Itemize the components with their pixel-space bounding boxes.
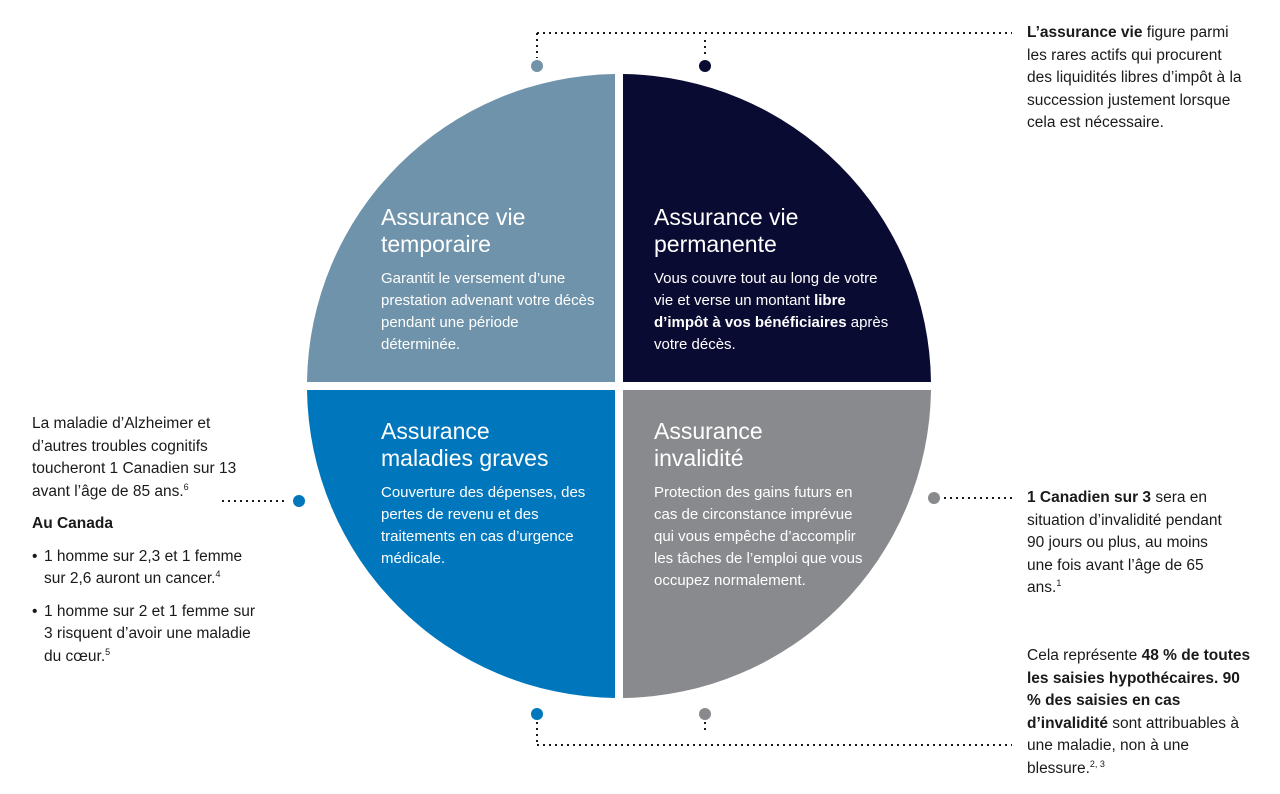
bullet-icon: • [32, 547, 38, 565]
title-line-1: Assurance [381, 418, 490, 444]
title-line-2: maladies graves [381, 445, 549, 471]
body-text: Vous couvre tout au long de votre vie et… [654, 270, 878, 309]
callout-bottom-right: Cela représente 48 % de toutes les saisi… [1027, 645, 1257, 780]
quadrant-invalidite-body: Protection des gains futurs en cas de ci… [654, 484, 863, 589]
bullet-icon: • [32, 602, 38, 620]
quadrant-permanente-text: Assurance vie permanente Vous couvre tou… [654, 204, 894, 356]
bullet-text: 1 homme sur 2,3 et 1 femme sur 2,6 auron… [44, 546, 267, 591]
quadrant-maladies-text: Assurance maladies graves Couverture des… [381, 418, 596, 570]
quadrant-permanente [623, 74, 931, 382]
callout-text: figure parmi les rares actifs qui procur… [1027, 24, 1242, 131]
alzheimer-stat: La maladie d’Alzheimer et d’autres troub… [32, 413, 267, 503]
body-text-end: après votre décès. [654, 314, 889, 353]
quadrant-temporaire [307, 74, 615, 382]
footnote-ref: 1 [1056, 577, 1062, 588]
footnote-ref: 4 [215, 568, 221, 579]
title-line-2: permanente [654, 231, 777, 257]
callout-top-right: L’assurance vie figure parmi les rares a… [1027, 22, 1242, 135]
bullet-item: • 1 homme sur 2,3 et 1 femme sur 2,6 aur… [32, 546, 267, 591]
connector-dot-invalidite-bottom [699, 708, 711, 720]
quadrant-temporaire-body: Garantit le versement d’une prestation a… [381, 270, 595, 353]
bullet-1-text: 1 homme sur 2,3 et 1 femme sur 2,6 auron… [44, 547, 243, 588]
stat-text: La maladie d’Alzheimer et d’autres troub… [32, 415, 237, 500]
bullet-item: • 1 homme sur 2 et 1 femme sur 3 risquen… [32, 601, 267, 669]
title-line-2: invalidité [654, 445, 744, 471]
footnote-ref: 6 [183, 481, 189, 492]
callout-text-end: sont attribuables à une maladie, non à u… [1027, 714, 1239, 777]
quadrant-permanente-title: Assurance vie permanente [654, 204, 894, 258]
quadrant-maladies-graves [307, 390, 615, 698]
connector-dot-invalidite-right [928, 492, 940, 504]
body-emphasis: libre d’impôt à vos bénéficiaires [654, 292, 847, 331]
bottom-connector [536, 722, 1012, 746]
quadrant-invalidite [623, 390, 931, 698]
bullet-text: 1 homme sur 2 et 1 femme sur 3 risquent … [44, 601, 267, 669]
quadrant-temporaire-text: Assurance vie temporaire Garantit le ver… [381, 204, 596, 356]
quadrant-invalidite-title: Assurance invalidité [654, 418, 864, 472]
title-line-1: Assurance vie [654, 204, 799, 230]
callout-right-mid: 1 Canadien sur 3 sera en situation d’inv… [1027, 487, 1227, 600]
callout-emphasis: 48 % de toutes les saisies hypothécaires… [1027, 647, 1251, 732]
connector-dot-permanente [699, 60, 711, 72]
connector-dot-maladies-graves-left [293, 495, 305, 507]
footnote-ref: 5 [105, 646, 111, 657]
quadrant-maladies-body: Couverture des dépenses, des pertes de r… [381, 484, 586, 567]
callout-emphasis: 1 Canadien sur 3 [1027, 489, 1152, 506]
callout-emphasis: L’assurance vie [1027, 24, 1143, 41]
quadrant-invalidite-text: Assurance invalidité Protection des gain… [654, 418, 864, 592]
callout-text: Cela représente [1027, 647, 1142, 664]
quadrant-temporaire-title: Assurance vie temporaire [381, 204, 596, 258]
quadrant-permanente-body: Vous couvre tout au long de votre vie et… [654, 268, 894, 356]
connector-dot-temporaire [531, 60, 543, 72]
top-connector [536, 32, 1012, 58]
bullet-2-text: 1 homme sur 2 et 1 femme sur 3 risquent … [44, 602, 256, 665]
footnote-ref: 2, 3 [1089, 758, 1105, 769]
callout-text: sera en situation d’invalidité pendant 9… [1027, 489, 1222, 596]
au-canada-heading: Au Canada [32, 515, 113, 532]
title-line-2: temporaire [381, 231, 491, 257]
callout-left: La maladie d’Alzheimer et d’autres troub… [32, 413, 267, 668]
title-line-1: Assurance [654, 418, 763, 444]
quadrant-maladies-title: Assurance maladies graves [381, 418, 596, 472]
connector-dot-maladies-graves-bottom [531, 708, 543, 720]
title-line-1: Assurance vie [381, 204, 526, 230]
